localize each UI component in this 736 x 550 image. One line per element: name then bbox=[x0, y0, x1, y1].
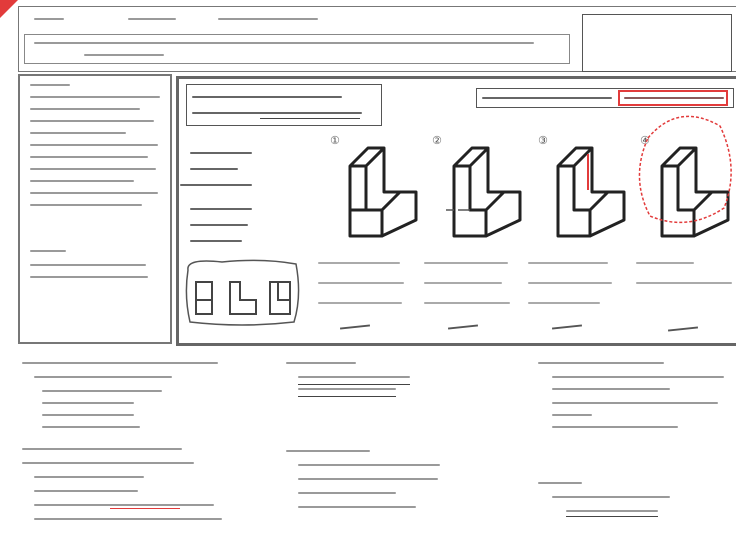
key-phrase-line bbox=[482, 97, 612, 99]
note-line bbox=[30, 120, 154, 122]
caption-line bbox=[528, 302, 600, 304]
activity-line bbox=[538, 362, 664, 364]
activity-line bbox=[566, 510, 658, 512]
activity-line bbox=[42, 402, 134, 404]
activity-line bbox=[42, 414, 134, 416]
activity-line bbox=[286, 450, 370, 452]
header-objective-line-1 bbox=[34, 42, 534, 44]
note-line bbox=[30, 168, 156, 170]
board-note-line bbox=[190, 240, 242, 242]
activity-line bbox=[552, 414, 592, 416]
activity-line bbox=[34, 490, 138, 492]
activity-line bbox=[298, 492, 396, 494]
question-line-1 bbox=[192, 96, 342, 98]
caption-line bbox=[318, 282, 404, 284]
activity-line bbox=[42, 426, 140, 428]
activity-line bbox=[286, 362, 356, 364]
activity-line bbox=[552, 388, 670, 390]
board-question-box bbox=[186, 84, 382, 126]
header-frame bbox=[18, 6, 736, 72]
question-underline bbox=[260, 118, 360, 119]
figure-number-1: ① bbox=[330, 134, 340, 147]
header-line-2 bbox=[128, 18, 176, 20]
board-note-line bbox=[190, 208, 252, 210]
activity-line bbox=[34, 518, 222, 520]
note-line bbox=[30, 84, 70, 86]
activity-line bbox=[552, 426, 678, 428]
activity-line bbox=[538, 482, 582, 484]
note-line bbox=[30, 96, 160, 98]
caption-line bbox=[424, 282, 502, 284]
activity-line bbox=[34, 476, 144, 478]
header-name-box bbox=[582, 14, 732, 72]
note-line bbox=[30, 204, 142, 206]
activity-red-underline bbox=[110, 508, 180, 509]
activity-line bbox=[22, 462, 194, 464]
caption-line bbox=[318, 262, 400, 264]
activity-underline bbox=[298, 396, 396, 397]
caption-line bbox=[424, 262, 508, 264]
activity-line bbox=[298, 478, 438, 480]
corner-mark bbox=[0, 0, 18, 18]
board-note-line bbox=[180, 184, 252, 186]
isometric-block-4 bbox=[660, 146, 730, 238]
activity-line bbox=[298, 506, 416, 508]
board-note-line bbox=[190, 152, 252, 154]
left-notes-box bbox=[18, 74, 172, 344]
board-note-line bbox=[190, 224, 248, 226]
note-line bbox=[30, 264, 146, 266]
note-line bbox=[30, 192, 158, 194]
header-line-1 bbox=[34, 18, 64, 20]
activity-underline bbox=[298, 384, 410, 385]
question-line-2 bbox=[192, 112, 362, 114]
activity-line bbox=[298, 388, 396, 390]
key-phrase-highlight bbox=[618, 90, 728, 106]
board-note-line bbox=[190, 168, 238, 170]
three-view-drawings bbox=[185, 259, 300, 326]
activity-line bbox=[552, 402, 718, 404]
activity-line bbox=[22, 362, 218, 364]
header-objective-line-2 bbox=[84, 54, 164, 56]
note-line bbox=[30, 276, 148, 278]
activity-line bbox=[298, 376, 410, 378]
main-board-frame bbox=[176, 76, 736, 346]
caption-line bbox=[528, 262, 608, 264]
note-line bbox=[30, 144, 158, 146]
caption-line bbox=[528, 282, 612, 284]
caption-line bbox=[424, 302, 510, 304]
activity-line bbox=[34, 504, 214, 506]
caption-line bbox=[636, 282, 732, 284]
note-line bbox=[30, 132, 126, 134]
figure-number-2: ② bbox=[432, 134, 442, 147]
key-phrase-red-line bbox=[624, 97, 724, 99]
board-key-phrase-box bbox=[476, 88, 734, 108]
activity-line bbox=[552, 496, 670, 498]
activity-underline bbox=[566, 516, 658, 517]
activity-line bbox=[552, 376, 724, 378]
header-objective-box bbox=[24, 34, 570, 64]
figure-number-4: ④ bbox=[640, 134, 650, 147]
caption-line bbox=[636, 262, 694, 264]
isometric-block-1 bbox=[348, 146, 418, 238]
activity-line bbox=[34, 376, 172, 378]
note-line bbox=[30, 250, 66, 252]
activity-line bbox=[42, 390, 162, 392]
header-line-3 bbox=[218, 18, 318, 20]
isometric-block-3 bbox=[556, 146, 626, 238]
note-line bbox=[30, 108, 140, 110]
note-line bbox=[30, 156, 148, 158]
isometric-block-2 bbox=[446, 146, 522, 238]
note-line bbox=[30, 180, 134, 182]
caption-line bbox=[318, 302, 402, 304]
figure-number-3: ③ bbox=[538, 134, 548, 147]
activity-line bbox=[22, 448, 182, 450]
activity-line bbox=[298, 464, 440, 466]
red-circle-highlight bbox=[638, 115, 732, 224]
